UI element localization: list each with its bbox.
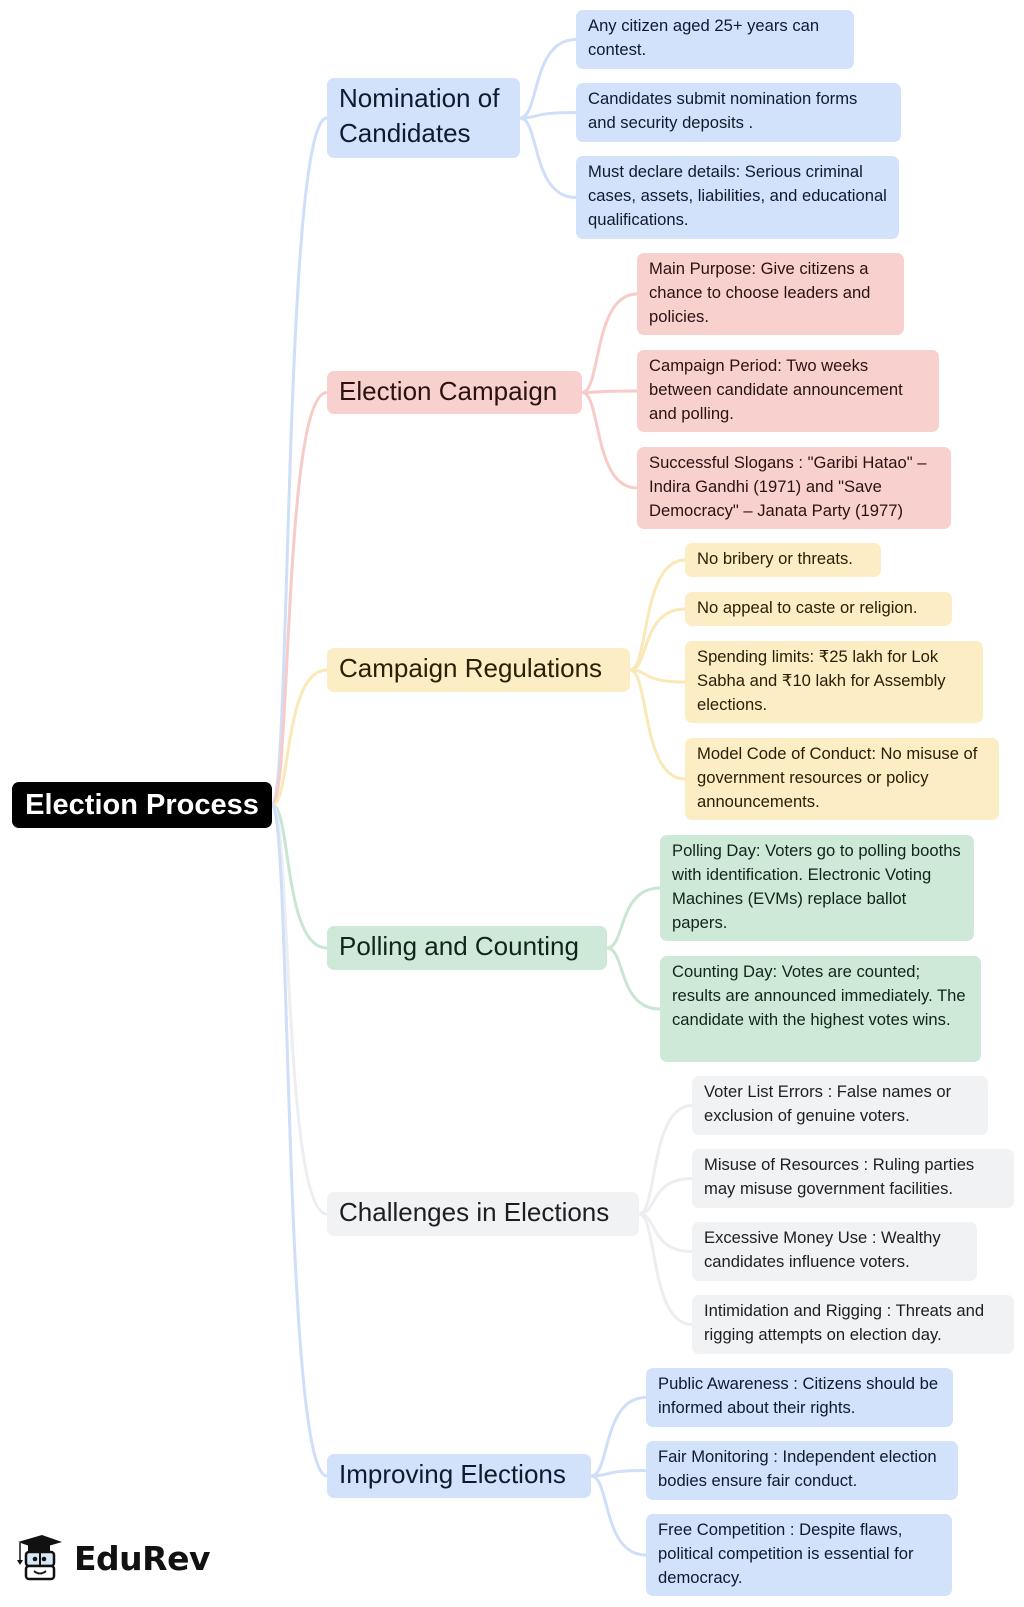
branch-nomination-of-candidates: Nomination of Candidates	[327, 78, 520, 158]
branch-leaf-connector	[637, 1212, 694, 1326]
branch-leaf-connector	[628, 668, 687, 781]
branch-leaf-connector	[580, 391, 639, 490]
leaf-node: Intimidation and Rigging : Threats and r…	[692, 1295, 1014, 1354]
leaf-node: Free Competition : Despite flaws, politi…	[646, 1514, 952, 1596]
branch-leaf-connector	[589, 1396, 648, 1478]
leaf-node: Model Code of Conduct: No misuse of gove…	[685, 738, 999, 820]
leaf-node: Candidates submit nomination forms and s…	[576, 83, 901, 142]
leaf-node: Spending limits: ₹25 lakh for Lok Sabha …	[685, 641, 983, 723]
branch-leaf-connector	[518, 38, 578, 120]
branch-leaf-connector	[518, 111, 578, 120]
branch-leaf-connector	[580, 389, 639, 394]
branch-leaf-connector	[628, 607, 687, 672]
branch-leaf-connector	[589, 1469, 648, 1478]
branch-leaf-connector	[580, 292, 639, 394]
branch-label-line: Nomination of	[339, 83, 500, 113]
leaf-node: Excessive Money Use : Wealthy candidates…	[692, 1222, 977, 1281]
branch-leaf-connector	[637, 1177, 694, 1216]
leaf-node: Main Purpose: Give citizens a chance to …	[637, 253, 904, 335]
branch-election-campaign: Election Campaign	[327, 371, 582, 414]
root-label: Election Process	[25, 789, 259, 821]
branch-leaf-connector	[589, 1474, 648, 1557]
branch-leaf-connector	[605, 886, 662, 950]
root-node: Election Process	[12, 782, 272, 828]
leaf-node: Misuse of Resources : Ruling parties may…	[692, 1149, 1014, 1208]
leaf-node: Counting Day: Votes are counted; results…	[660, 956, 981, 1062]
leaf-node: Must declare details: Serious criminal c…	[576, 156, 899, 239]
leaf-node: Successful Slogans : "Garibi Hatao" – In…	[637, 447, 951, 529]
leaf-node: Any citizen aged 25+ years can contest.	[576, 10, 854, 69]
branch-leaf-connector	[628, 558, 687, 672]
root-branch-connector	[270, 391, 329, 807]
branch-label-line: Candidates	[339, 118, 471, 148]
edurev-logo: EduRev	[10, 1522, 220, 1594]
root-branch-connector	[270, 668, 329, 807]
branch-leaf-connector	[605, 946, 662, 1011]
leaf-node: No appeal to caste or religion.	[685, 592, 952, 626]
leaf-node: Voter List Errors : False names or exclu…	[692, 1076, 988, 1135]
logo-text: EduRev	[74, 1538, 210, 1578]
leaf-node: Fair Monitoring : Independent election b…	[646, 1441, 958, 1500]
branch-polling-and-counting: Polling and Counting	[327, 926, 607, 970]
branch-leaf-connector	[637, 1212, 694, 1253]
graduation-cap-book-icon	[17, 1535, 62, 1581]
branch-leaf-connector	[637, 1104, 694, 1216]
branch-challenges-in-elections: Challenges in Elections	[327, 1192, 639, 1236]
branch-leaf-connector	[628, 668, 687, 684]
leaf-node: Polling Day: Voters go to polling booths…	[660, 835, 974, 941]
root-branch-connector	[270, 116, 329, 807]
leaf-node: Public Awareness : Citizens should be in…	[646, 1368, 953, 1427]
branch-improving-elections: Improving Elections	[327, 1454, 591, 1498]
branch-campaign-regulations: Campaign Regulations	[327, 648, 630, 692]
root-branch-connector	[270, 803, 329, 950]
leaf-node: Campaign Period: Two weeks between candi…	[637, 350, 939, 432]
leaf-node: No bribery or threats.	[685, 543, 881, 577]
branch-leaf-connector	[518, 116, 578, 199]
root-branch-connector	[270, 803, 329, 1478]
